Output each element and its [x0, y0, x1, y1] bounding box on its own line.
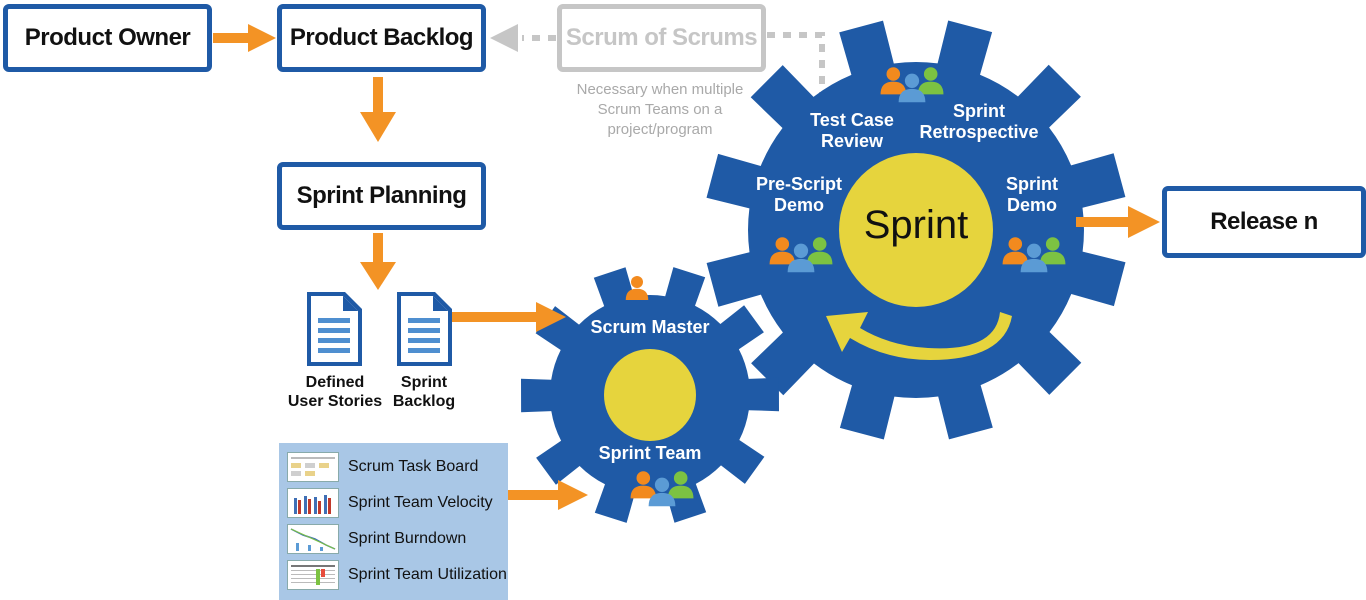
gear-label-line: Demo	[773, 195, 824, 215]
gear-label-line: Pre-Script	[755, 174, 843, 194]
pre-script-team-person-icon	[769, 237, 796, 265]
artifact-label: Sprint Team Utilization	[348, 566, 507, 583]
user-stories-document-icon	[307, 292, 362, 366]
test-case-review-team-person-icon	[898, 73, 926, 103]
artifact-label: Scrum Task Board	[348, 458, 479, 475]
gear-label-line: Retrospective	[919, 122, 1039, 142]
scrum-master-person-icon	[625, 276, 649, 300]
user-stories-label: Defined User Stories	[284, 373, 386, 411]
arrow-planning-to-docs-head	[360, 262, 396, 290]
grey-arrowhead	[490, 24, 518, 52]
artifact-label: Sprint Team Velocity	[348, 494, 493, 511]
task-board-thumbnail-icon	[287, 452, 339, 482]
gear-label-line: Review	[820, 131, 884, 151]
note-line: Scrum Teams on a	[597, 101, 723, 118]
sprint-gear	[706, 20, 1126, 440]
arrow-planning-to-docs	[373, 233, 383, 263]
arrow-sprint-to-release-head	[1128, 206, 1160, 238]
sprint-retrospective-label: Sprint Retrospective	[914, 101, 1044, 143]
scrum-master-gear	[521, 267, 779, 523]
note-line: Necessary when multiple	[576, 81, 744, 98]
utilization-table-thumbnail-icon	[287, 560, 339, 590]
pre-script-team-person-icon	[806, 237, 833, 265]
test-case-review-label: Test Case Review	[800, 110, 904, 152]
product-backlog-box: Product Backlog	[277, 4, 486, 72]
pre-script-team-person-icon	[787, 243, 815, 273]
sprint-team-person-icon	[667, 471, 694, 499]
sprint-cycle-arrow	[826, 312, 1012, 360]
sprint-backlog-label: Sprint Backlog	[384, 373, 464, 411]
artifact-label: Sprint Burndown	[348, 530, 467, 547]
sprint-team-person-icon	[648, 477, 676, 507]
doc-label-line: Backlog	[392, 393, 456, 410]
arrow-owner-to-backlog-head	[248, 24, 276, 52]
sprint-team-label: Sprint Team	[598, 443, 702, 463]
sprint-gear-center	[839, 153, 993, 307]
arrow-artifacts-to-gear	[508, 490, 560, 500]
gear-label-line: Test Case	[810, 110, 894, 130]
arrow-owner-to-backlog	[213, 33, 249, 43]
artifact-item: Sprint Team Utilization	[279, 557, 508, 593]
arrow-backlog-to-planning	[373, 77, 383, 113]
sprint-artifacts-panel: Scrum Task Board Sprint Team Velocity Sp…	[279, 443, 508, 600]
sprint-demo-label: Sprint Demo	[992, 174, 1072, 216]
scrum-master-label: Scrum Master	[590, 317, 710, 337]
gear-label-line: Sprint	[1006, 174, 1058, 194]
sprint-demo-team-person-icon	[1020, 243, 1048, 273]
scrum-master-gear-center	[604, 349, 696, 441]
burndown-mini-chart	[290, 528, 336, 551]
arrow-docs-to-gear-head	[536, 302, 566, 332]
sprint-planning-box: Sprint Planning	[277, 162, 486, 230]
burndown-chart-thumbnail-icon	[287, 524, 339, 554]
flow-arrows	[213, 24, 1160, 510]
sprint-center-label: Sprint	[863, 203, 969, 247]
sprint-demo-team-person-icon	[1002, 237, 1029, 265]
scrum-of-scrums-note: Necessary when multiple Scrum Teams on a…	[540, 80, 780, 140]
doc-label-line: User Stories	[287, 393, 383, 410]
sprint-backlog-document-icon	[397, 292, 452, 366]
gear-label-line: Sprint	[953, 101, 1005, 121]
gear-label-line: Demo	[1006, 195, 1057, 215]
velocity-chart-thumbnail-icon	[287, 488, 339, 518]
arrow-docs-to-gear	[452, 312, 538, 322]
pre-script-demo-label: Pre-Script Demo	[746, 174, 852, 216]
note-line: project/program	[607, 121, 713, 138]
test-case-review-team-person-icon	[917, 67, 944, 95]
artifact-item: Sprint Team Velocity	[279, 485, 508, 521]
artifact-item: Scrum Task Board	[279, 449, 508, 485]
scrum-of-scrums-box: Scrum of Scrums	[557, 4, 766, 72]
sprint-demo-team-person-icon	[1039, 237, 1066, 265]
doc-label-line: Defined	[305, 374, 365, 391]
scrum-of-scrums-connector	[765, 32, 825, 100]
artifact-item: Sprint Burndown	[279, 521, 508, 557]
release-box: Release n	[1162, 186, 1366, 258]
arrow-artifacts-to-gear-head	[558, 480, 588, 510]
test-case-review-team-person-icon	[880, 67, 907, 95]
doc-label-line: Sprint	[400, 374, 448, 391]
arrow-backlog-to-planning-head	[360, 112, 396, 142]
arrow-sprint-to-release	[1076, 217, 1130, 227]
product-owner-box: Product Owner	[3, 4, 212, 72]
sprint-team-person-icon	[630, 471, 657, 499]
